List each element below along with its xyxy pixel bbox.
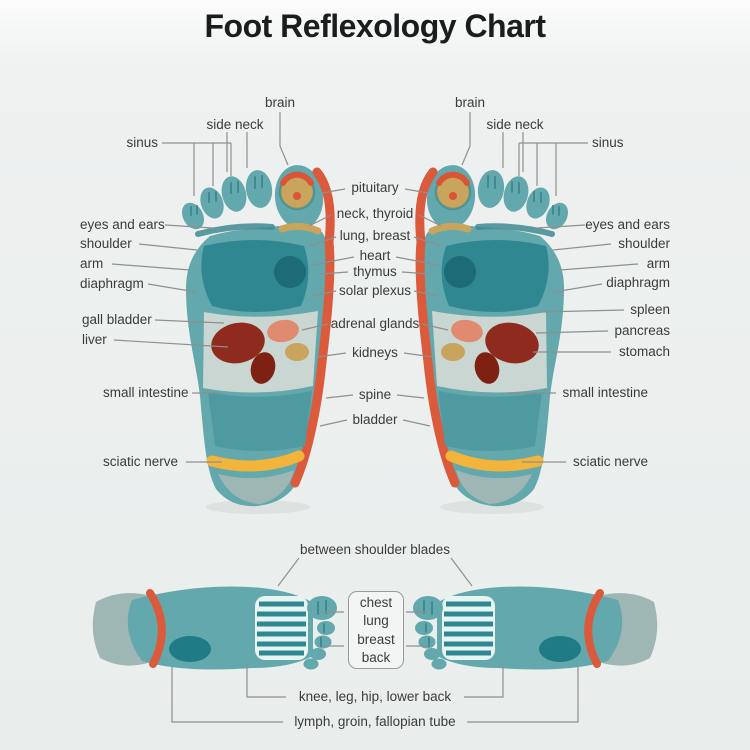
label-lymph-groin-fallopian-tube: lymph, groin, fallopian tube [294, 714, 456, 729]
label-neck-thyroid: neck, thyroid [336, 206, 414, 221]
label-small-intestine-right: small intestine [562, 385, 648, 400]
label-arm-left: arm [80, 256, 104, 271]
label-kidneys: kidneys [352, 345, 398, 360]
label-thymus: thymus [353, 264, 397, 279]
label-side-neck-right: side neck [486, 117, 544, 132]
label-small-intestine-left: small intestine [103, 385, 189, 400]
label-diaphragm-right: diaphragm [606, 275, 670, 290]
label-eyes-ears-left: eyes and ears [80, 217, 165, 232]
label-spine: spine [358, 387, 392, 402]
label-liver: liver [82, 332, 107, 347]
leader-lines [111, 112, 639, 723]
left-sole-shadow [206, 500, 310, 514]
label-sciatic-nerve-left: sciatic nerve [103, 454, 179, 469]
label-eyes-ears-right: eyes and ears [585, 217, 670, 232]
label-sinus-left: sinus [126, 135, 158, 150]
label-pancreas: pancreas [614, 323, 670, 338]
label-brain-right: brain [454, 95, 486, 110]
label-bladder: bladder [352, 412, 398, 427]
label-stomach: stomach [618, 344, 670, 359]
right-top-foot [413, 587, 657, 670]
right-sole-shadow [440, 500, 544, 514]
page-title: Foot Reflexology Chart [204, 8, 546, 44]
label-diaphragm-left: diaphragm [80, 276, 144, 291]
label-shoulder-right: shoulder [618, 236, 670, 251]
label-side-neck-left: side neck [206, 117, 264, 132]
label-knee-leg-hip-lower-back: knee, leg, hip, lower back [298, 689, 452, 704]
label-sinus-right: sinus [592, 135, 624, 150]
label-pituitary: pituitary [351, 180, 399, 195]
label-breast: breast [357, 631, 395, 647]
label-sciatic-nerve-right: sciatic nerve [572, 454, 648, 469]
label-shoulder-left: shoulder [80, 236, 132, 251]
label-solar-plexus: solar plexus [338, 283, 412, 298]
label-arm-right: arm [646, 256, 670, 271]
label-lung-breast: lung, breast [339, 228, 411, 243]
label-between-shoulder-blades: between shoulder blades [299, 542, 451, 557]
label-adrenal-glands: adrenal glands [330, 316, 420, 331]
label-lung: lung [363, 613, 389, 629]
label-gall-bladder: gall bladder [82, 312, 152, 327]
chest-lung-breast-back-box: chest lung breast back [348, 591, 404, 669]
label-chest: chest [359, 595, 393, 611]
label-heart: heart [359, 248, 391, 263]
left-top-foot [93, 587, 337, 670]
label-spleen: spleen [630, 302, 670, 317]
label-back: back [361, 649, 391, 665]
label-brain-left: brain [264, 95, 296, 110]
